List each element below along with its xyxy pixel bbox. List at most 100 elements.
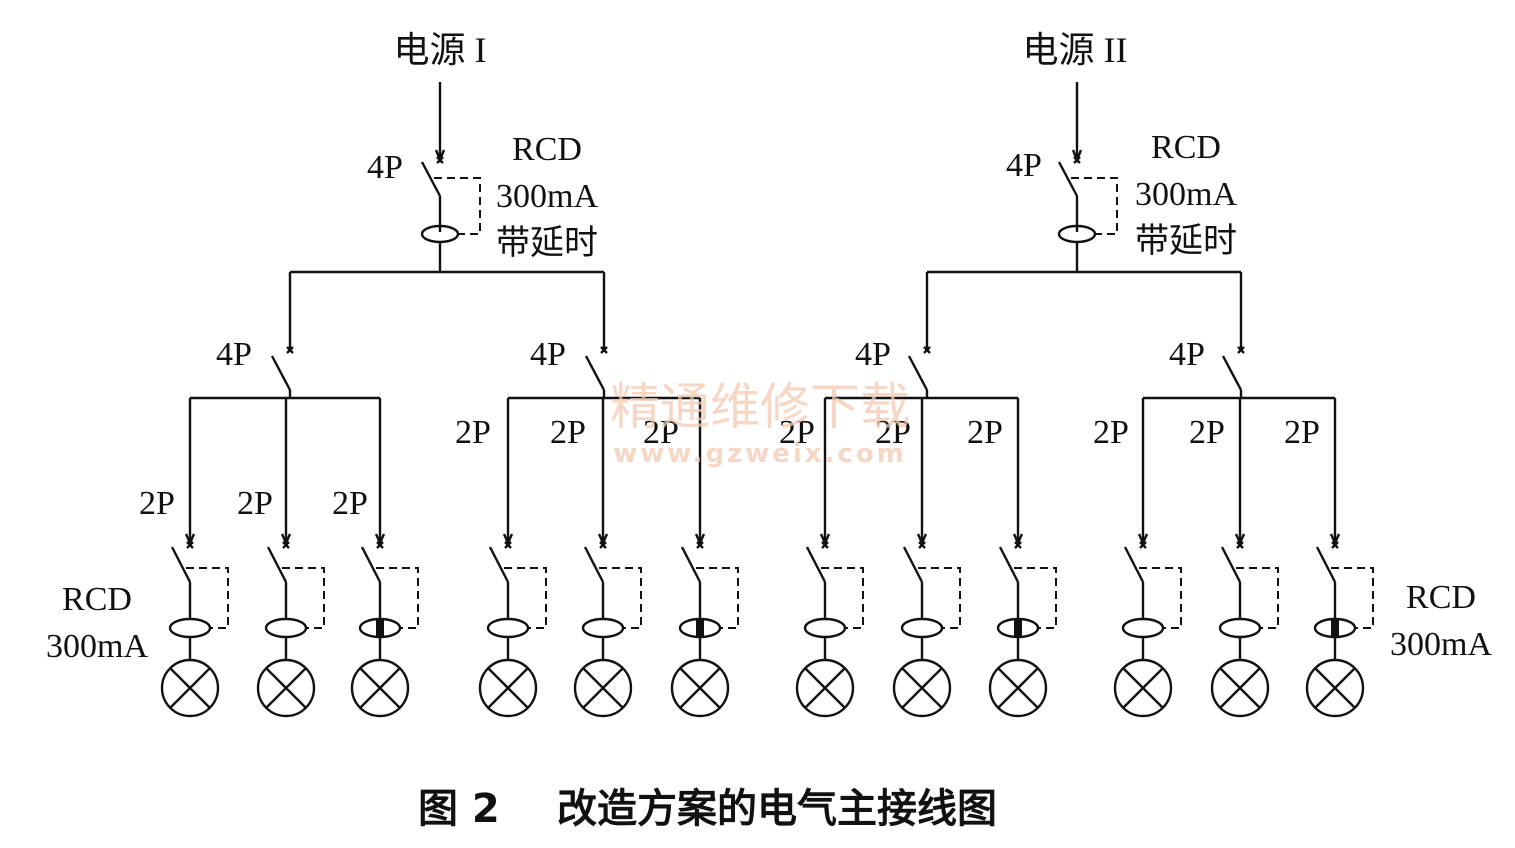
circuit-rcd-4-dashed-link <box>504 567 547 629</box>
lamp-8-icon <box>892 658 952 718</box>
main-breaker-2-delay: 带延时 <box>1135 223 1237 260</box>
circuit-rcd-8-toroid <box>900 617 944 639</box>
circuit-breaker-10-poles: 2P <box>1093 414 1129 451</box>
main-breaker-2-device: RCD <box>1151 129 1221 166</box>
circuit-breaker-5-blade <box>583 546 605 583</box>
circuit-rcd-3-core <box>376 619 384 637</box>
circuit-breaker-2-blade <box>266 546 288 583</box>
circuit-breaker-3-contact-mark <box>376 541 384 549</box>
main-breaker-2-blade <box>1057 161 1079 197</box>
lamp-8-cross <box>901 667 943 709</box>
lamp-7-icon <box>795 658 855 718</box>
circuit-rcd-2-dashed-link <box>282 567 325 629</box>
circuit-breaker-6-poles: 2P <box>643 414 679 451</box>
circuit-breaker-12-contact-mark <box>1331 541 1339 549</box>
circuit-3-arrow <box>374 533 386 546</box>
circuit-rcd-2-toroid <box>264 617 308 639</box>
branch-breaker-1-contact-mark <box>286 346 294 354</box>
branch-breaker-3-blade <box>907 355 929 391</box>
lamp-6-cross <box>679 667 721 709</box>
watermark-url: www.gzweix.com <box>613 439 907 469</box>
circuit-rcd-9-core <box>1014 619 1022 637</box>
lamp-5-icon <box>573 658 633 718</box>
circuit-breaker-5-contact-mark <box>599 541 607 549</box>
lamp-12-icon <box>1305 658 1365 718</box>
caption-title: 改造方案的电气主接线图 <box>557 786 997 832</box>
circuit-breaker-2-contact-mark <box>282 541 290 549</box>
circuit-rcd-6-core <box>696 619 704 637</box>
circuit-breaker-7-poles: 2P <box>779 414 815 451</box>
circuit-rcd-9-dashed-link <box>1014 567 1057 629</box>
circuit-breaker-10-blade <box>1123 546 1145 583</box>
lamp-3-cross <box>359 667 401 709</box>
lamp-6-icon <box>670 658 730 718</box>
circuit-breaker-7-blade <box>805 546 827 583</box>
branch-breaker-2-poles: 4P <box>530 336 566 373</box>
caption-number: 图 2 <box>418 786 500 832</box>
lamp-1-icon <box>160 658 220 718</box>
circuit-rcd-7-dashed-link <box>821 567 864 629</box>
circuit-breaker-8-poles: 2P <box>875 414 911 451</box>
circuit-breaker-4-blade <box>488 546 510 583</box>
circuit-rcd-8-dashed-link <box>918 567 961 629</box>
circuit-rcd-6-dashed-link <box>696 567 739 629</box>
source-2-label: 电源 II <box>1023 30 1128 70</box>
circuit-breaker-5-poles: 2P <box>550 414 586 451</box>
branch-breaker-1-poles: 4P <box>216 336 252 373</box>
lamp-10-cross <box>1122 667 1164 709</box>
main-breaker-2-rating: 300mA <box>1135 176 1237 213</box>
circuit-breaker-3-blade <box>360 546 382 583</box>
circuit-rcd-5-toroid <box>581 617 625 639</box>
circuit-5-arrow <box>597 533 609 546</box>
circuit-breaker-4-poles: 2P <box>455 414 491 451</box>
circuit-rcd-12-dashed-link <box>1331 567 1374 629</box>
circuit-12-arrow <box>1329 533 1341 546</box>
circuit-11-arrow <box>1234 533 1246 546</box>
circuit-rcd-3-dashed-link <box>376 567 419 629</box>
circuit-breaker-4-contact-mark <box>504 541 512 549</box>
main-breaker-1-blade <box>420 161 442 197</box>
lamp-10-icon <box>1113 658 1173 718</box>
lamp-9-icon <box>988 658 1048 718</box>
circuit-rcd-12-core <box>1331 619 1339 637</box>
lamp-11-icon <box>1210 658 1270 718</box>
branch-breaker-2-contact-mark <box>600 346 608 354</box>
left-rcd-device: RCD <box>62 581 132 618</box>
main-breaker-2-contact-mark <box>1073 156 1081 164</box>
circuit-rcd-1-dashed-link <box>186 567 229 629</box>
circuit-9-arrow <box>1012 533 1024 546</box>
circuit-breaker-11-blade <box>1220 546 1242 583</box>
circuit-8-arrow <box>916 533 928 546</box>
lamp-12-cross <box>1314 667 1356 709</box>
lamp-11-cross <box>1219 667 1261 709</box>
circuit-breaker-7-contact-mark <box>821 541 829 549</box>
circuit-breaker-1-poles: 2P <box>139 485 175 522</box>
left-rcd-rating: 300mA <box>46 628 148 665</box>
lamp-4-cross <box>487 667 529 709</box>
circuit-6-arrow <box>694 533 706 546</box>
circuit-breaker-11-contact-mark <box>1236 541 1244 549</box>
main-breaker-1-poles: 4P <box>367 149 403 186</box>
circuit-breaker-8-blade <box>902 546 924 583</box>
circuit-2-arrow <box>280 533 292 546</box>
circuit-rcd-1-toroid <box>168 617 212 639</box>
circuit-breaker-2-poles: 2P <box>237 485 273 522</box>
circuit-rcd-10-toroid <box>1121 617 1165 639</box>
lamp-4-icon <box>478 658 538 718</box>
circuit-1-arrow <box>184 533 196 546</box>
watermark-text: 精通维修下载 <box>610 378 910 436</box>
circuit-breaker-6-blade <box>680 546 702 583</box>
main-breaker-1-contact-mark <box>436 156 444 164</box>
circuit-breaker-12-blade <box>1315 546 1337 583</box>
source-1-label: 电源 I <box>394 30 487 70</box>
circuit-breaker-1-blade <box>170 546 192 583</box>
lamp-7-cross <box>804 667 846 709</box>
main-breaker-1-rating: 300mA <box>496 178 598 215</box>
diagram-wiring <box>160 82 1374 718</box>
circuit-10-arrow <box>1137 533 1149 546</box>
branch-breaker-1-blade <box>270 355 292 391</box>
lamp-2-cross <box>265 667 307 709</box>
branch-breaker-3-contact-mark <box>923 346 931 354</box>
circuit-rcd-10-dashed-link <box>1139 567 1182 629</box>
